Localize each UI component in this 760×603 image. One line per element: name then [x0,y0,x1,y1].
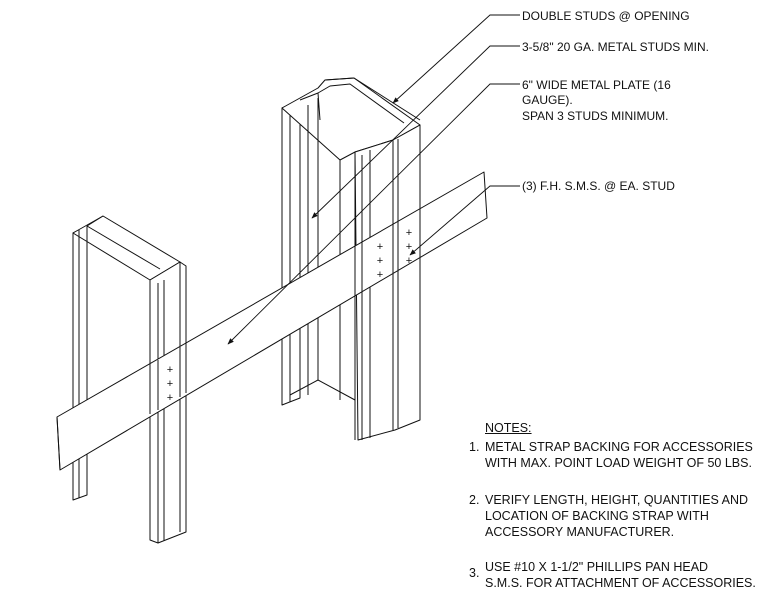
note-3-line2: S.M.S. FOR ATTACHMENT OF ACCESSORIES. [485,576,756,590]
screw-icon: + [377,255,383,267]
screw-icon: + [167,364,173,376]
note-1-line2: WITH MAX. POINT LOAD WEIGHT OF 50 LBS. [485,456,752,470]
leader-lines [227,14,520,345]
note-2-number: 2. [469,493,480,507]
callout-plate-line1: 6" WIDE METAL PLATE (16 [522,78,671,92]
screw-marks: + + + + + + + + + [167,227,412,404]
screw-icon: + [406,227,412,239]
screw-icon: + [167,392,173,404]
callout-plate-line2: GAUGE). [522,93,573,107]
callouts: DOUBLE STUDS @ OPENING 3-5/8" 20 GA. MET… [522,9,709,193]
leader-screws [409,185,520,256]
screw-icon: + [377,269,383,281]
note-2-line2: LOCATION OF BACKING STRAP WITH [485,509,709,523]
screw-icon: + [377,241,383,253]
leader-metal-studs [311,45,520,219]
notes-title: NOTES: [485,421,532,435]
leader-double-studs [392,14,520,104]
screw-icon: + [406,255,412,267]
callout-metal-studs: 3-5/8" 20 GA. METAL STUDS MIN. [522,40,709,54]
leader-plate [227,83,520,345]
note-2-line1: VERIFY LENGTH, HEIGHT, QUANTITIES AND [485,493,749,507]
note-3-number: 3. [469,566,480,580]
callout-screws: (3) F.H. S.M.S. @ EA. STUD [522,179,675,193]
screw-icon: + [406,241,412,253]
callout-plate-line3: SPAN 3 STUDS MINIMUM. [522,109,668,123]
callout-double-studs: DOUBLE STUDS @ OPENING [522,9,690,23]
note-2-line3: ACCESSORY MANUFACTURER. [485,525,675,539]
note-1-number: 1. [469,440,480,454]
metal-strap [56,171,488,471]
note-3-line1: USE #10 X 1-1/2" PHILLIPS PAN HEAD [485,560,709,574]
screw-icon: + [167,378,173,390]
note-1-line1: METAL STRAP BACKING FOR ACCESSORIES [485,440,753,454]
